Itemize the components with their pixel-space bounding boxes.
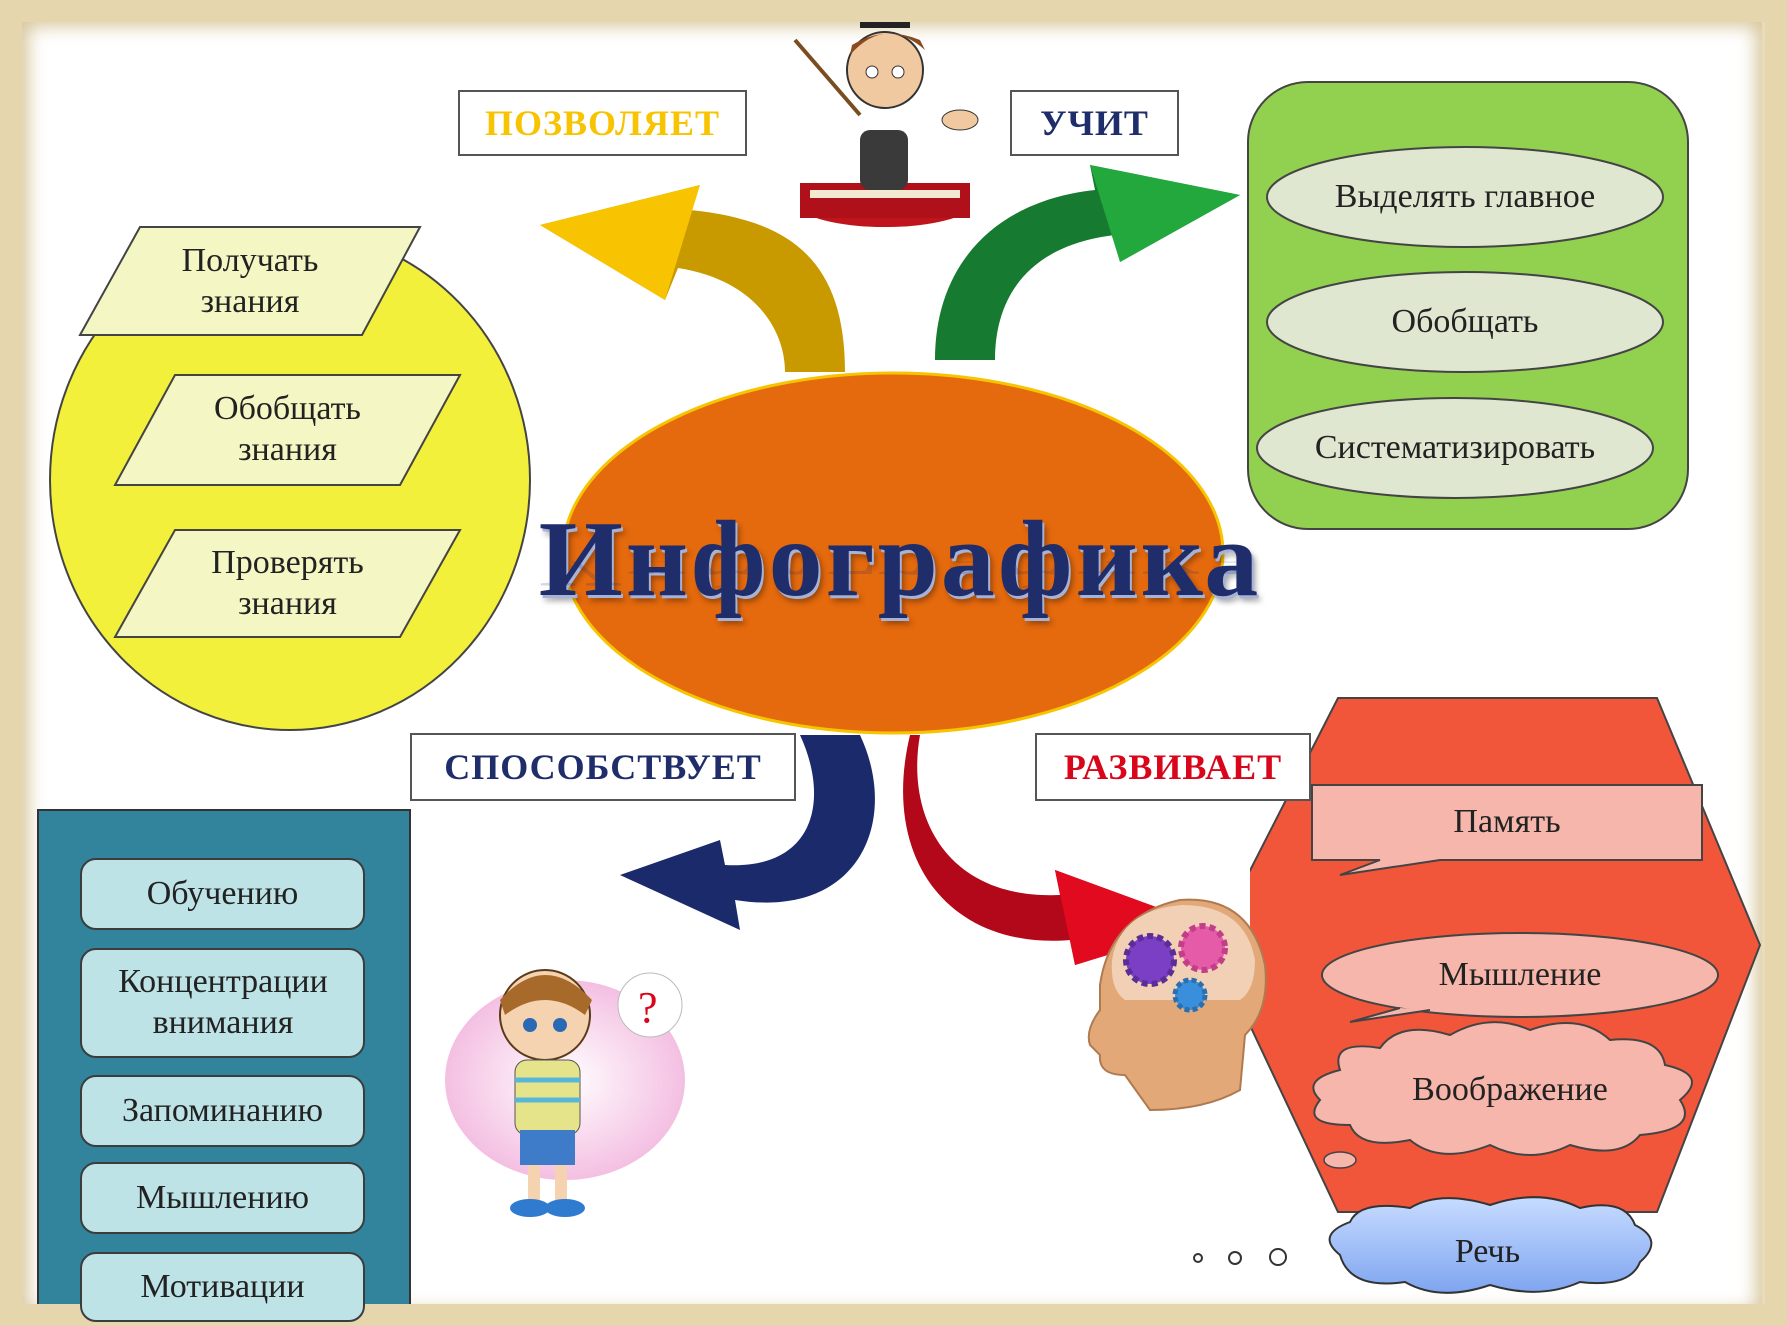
center-ellipse: [561, 371, 1225, 735]
head-gears-icon: [1087, 898, 1267, 1112]
connector-allows-label: ПОЗВОЛЯЕТ: [458, 90, 747, 156]
develops-item-4: Речь: [1454, 1233, 1521, 1271]
green-oval-3: [1256, 397, 1654, 499]
page-title: Инфографика: [538, 500, 1262, 619]
allows-item-2: Обобщать знания: [214, 390, 361, 468]
bubble-thinking-tail: [1349, 1007, 1431, 1023]
develops-item-1: Память: [1453, 803, 1561, 841]
allows-item-3: Проверять знания: [211, 544, 364, 622]
arrow-teaches-head: [1090, 165, 1240, 262]
question-mark-icon: ?: [638, 983, 658, 1032]
cloud-dot-1: [1193, 1253, 1203, 1263]
page-title-reflection: Инфографика: [540, 561, 1260, 599]
parallelogram-1: [78, 226, 422, 336]
teaches-item-1: Выделять главное: [1334, 177, 1596, 215]
arrow-allows: [540, 185, 845, 372]
green-oval-1: [1266, 146, 1664, 248]
bubble-thinking: [1321, 932, 1719, 1018]
develops-item-3: Воображение: [1412, 1070, 1608, 1108]
promotes-item-2: Концентрации внимания: [118, 963, 328, 1041]
teacher-cartoon-icon: [793, 18, 979, 227]
cloud-dot-3: [1269, 1248, 1287, 1266]
bubble-memory: [1311, 784, 1703, 876]
green-oval-2: [1266, 271, 1664, 373]
connector-teaches-label: УЧИТ: [1010, 90, 1179, 156]
connector-promotes-label: СПОСОБСТВУЕТ: [410, 733, 796, 801]
parallelogram-3: [113, 529, 462, 638]
bubble-imagination: [1312, 1021, 1693, 1156]
develops-item-2: Мышление: [1438, 955, 1602, 993]
parallelogram-2: [113, 374, 462, 486]
promotes-item-5: Мотивации: [140, 1267, 305, 1305]
arrow-develops-head: [1055, 870, 1205, 965]
arrow-promotes: [620, 735, 875, 930]
connector-develops-label: РАЗВИВАЕТ: [1035, 733, 1311, 801]
promotes-item-3: Запоминанию: [121, 1091, 323, 1129]
promotes-item-1: Обучению: [146, 874, 299, 912]
teaches-item-3: Систематизировать: [1314, 428, 1596, 466]
teaches-item-2: Обобщать: [1391, 302, 1539, 340]
promotes-item-3-pill: [80, 1075, 365, 1147]
bubble-imagination-dot: [1323, 1151, 1357, 1169]
confused-boy-icon: [445, 969, 685, 1217]
cloud-dot-2: [1228, 1251, 1242, 1265]
promotes-item-4-pill: [80, 1162, 365, 1234]
promotes-item-5-pill: [80, 1252, 365, 1322]
allows-item-1: Получать знания: [181, 242, 319, 320]
promotes-item-4: Мышлению: [135, 1178, 310, 1216]
promotes-item-2-pill: [80, 948, 365, 1058]
promotes-item-1-pill: [80, 858, 365, 930]
arrow-allows-head: [540, 185, 700, 300]
speech-cloud: [1328, 1196, 1653, 1294]
